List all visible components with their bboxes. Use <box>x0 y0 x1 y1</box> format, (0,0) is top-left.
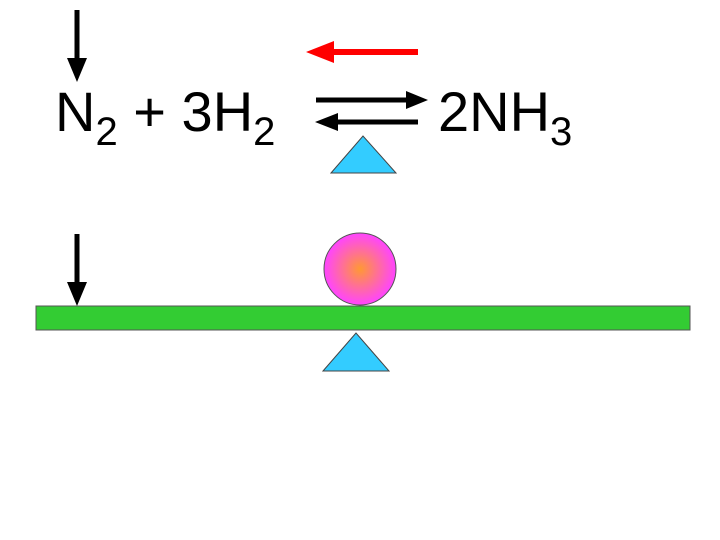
product-subscript: 3 <box>550 110 573 154</box>
product-symbol: NH <box>469 80 551 143</box>
reactants-text: N2 + 3H2 <box>55 84 275 153</box>
product-coef: 2 <box>438 80 470 143</box>
ball-icon <box>323 232 397 306</box>
reactant2-coef: 3 <box>181 80 213 143</box>
seesaw-fulcrum-icon <box>321 332 391 372</box>
plus-sign: + <box>133 80 166 143</box>
reactant1-subscript: 2 <box>95 110 118 154</box>
reactant2-symbol: H <box>212 80 254 143</box>
equilibrium-arrows-icon <box>315 91 428 131</box>
equation-fulcrum-icon <box>329 135 398 174</box>
product-text: 2NH3 <box>438 84 572 153</box>
shift-left-arrow-icon <box>306 41 418 63</box>
reactant1-symbol: N <box>55 80 96 143</box>
add-reactant-arrow-icon <box>67 10 87 82</box>
seesaw-beam <box>35 305 691 331</box>
reactant2-subscript: 2 <box>253 110 276 154</box>
add-weight-arrow-icon <box>67 234 87 306</box>
